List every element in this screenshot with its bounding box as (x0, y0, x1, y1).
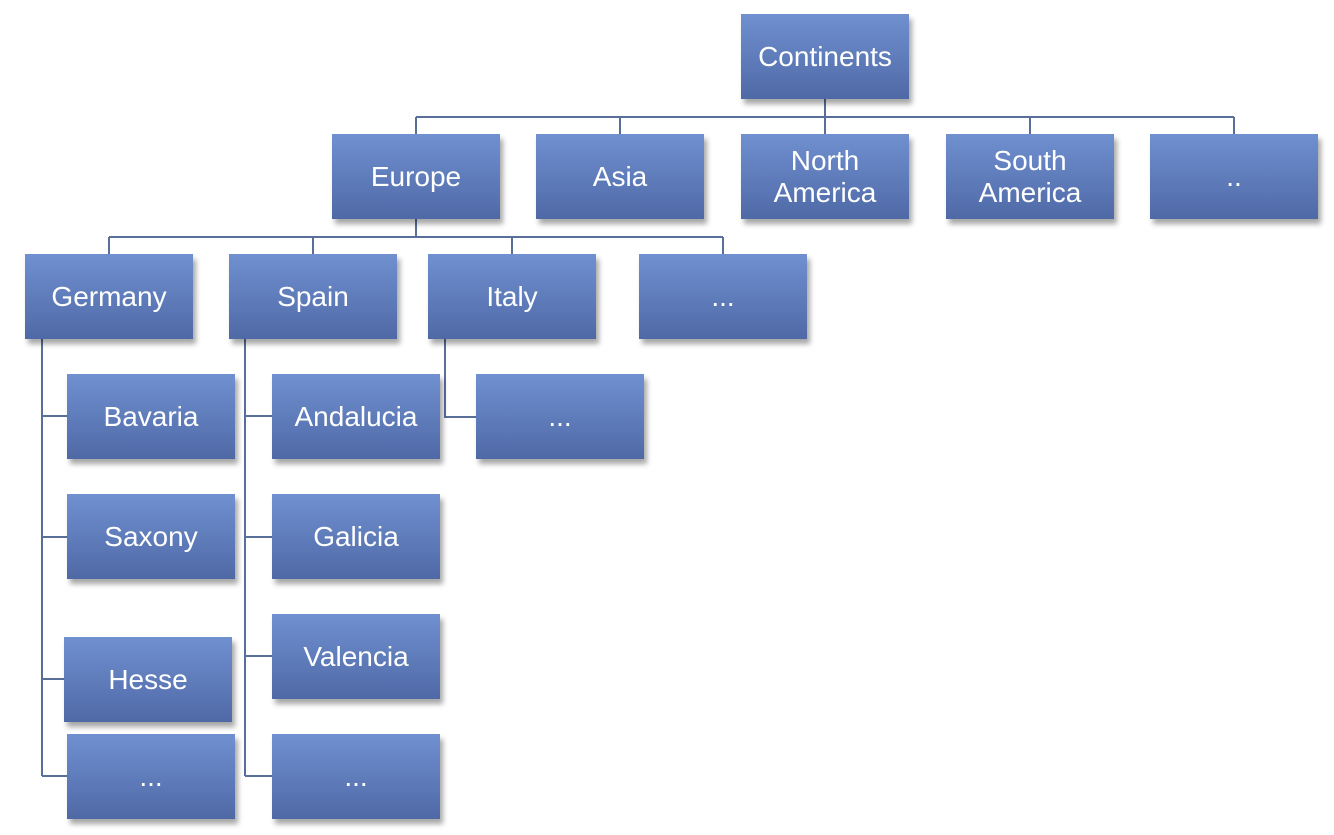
node-south-america: South America (946, 134, 1114, 219)
connector-italy (444, 339, 476, 418)
node-more-spain: ... (272, 734, 440, 819)
node-more-italy: ... (476, 374, 644, 459)
connector-europe (108, 219, 724, 254)
node-more-continents: .. (1150, 134, 1318, 219)
connector-spain (244, 339, 272, 777)
node-italy: Italy (428, 254, 596, 339)
node-europe: Europe (332, 134, 500, 219)
node-saxony: Saxony (67, 494, 235, 579)
node-germany: Germany (25, 254, 193, 339)
node-andalucia: Andalucia (272, 374, 440, 459)
node-asia: Asia (536, 134, 704, 219)
node-more-germany: ... (67, 734, 235, 819)
node-more-countries: ... (639, 254, 807, 339)
connector-germany (41, 339, 67, 777)
node-spain: Spain (229, 254, 397, 339)
node-hesse: Hesse (64, 637, 232, 722)
node-valencia: Valencia (272, 614, 440, 699)
node-bavaria: Bavaria (67, 374, 235, 459)
node-continents: Continents (741, 14, 909, 99)
connector-root (415, 99, 1235, 134)
node-galicia: Galicia (272, 494, 440, 579)
node-north-america: North America (741, 134, 909, 219)
